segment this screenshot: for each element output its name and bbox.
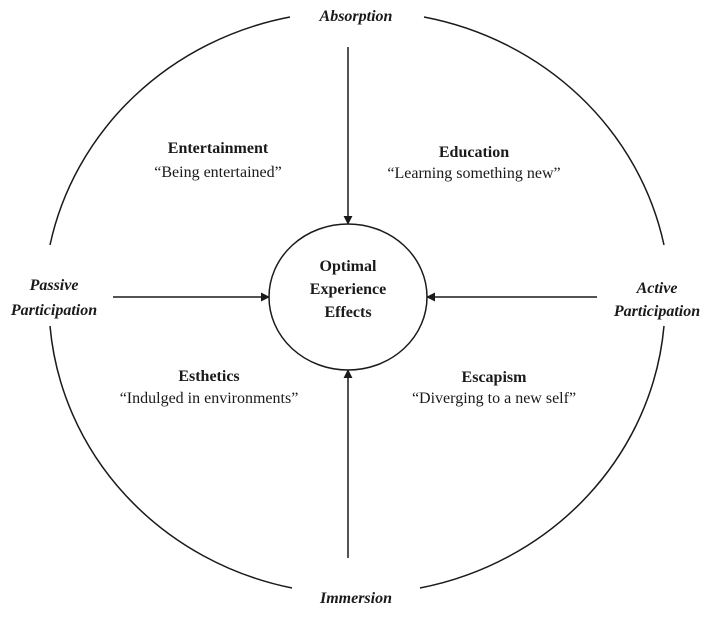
axis-label-top: Absorption [319,8,393,25]
outer-circle-arc-top-left [49,16,291,246]
center-label-line3: Effects [324,304,371,321]
outer-circle-arc-bottom-left [49,325,293,589]
axis-label-left-line2: Participation [10,302,97,319]
quadrant-title-esthetics: Esthetics [178,368,239,385]
quadrant-subtitle-entertainment: “Being entertained” [154,164,282,181]
quadrant-title-escapism: Escapism [462,369,528,386]
axis-label-right-line1: Active [636,280,678,297]
quadrant-subtitle-esthetics: “Indulged in environments” [120,390,299,407]
quadrant-subtitle-education: “Learning something new” [387,165,560,182]
quadrant-title-entertainment: Entertainment [168,140,269,157]
quadrant-title-education: Education [439,144,509,161]
outer-circle-arc-bottom-right [419,325,665,589]
axis-label-bottom: Immersion [319,590,392,607]
outer-circle-arc-top-right [423,16,665,246]
center-label-line1: Optimal [320,258,377,275]
center-label-line2: Experience [310,281,386,298]
axis-label-right-line2: Participation [613,303,700,320]
axis-label-left-line1: Passive [29,277,79,294]
quadrant-subtitle-escapism: “Diverging to a new self” [412,390,576,407]
